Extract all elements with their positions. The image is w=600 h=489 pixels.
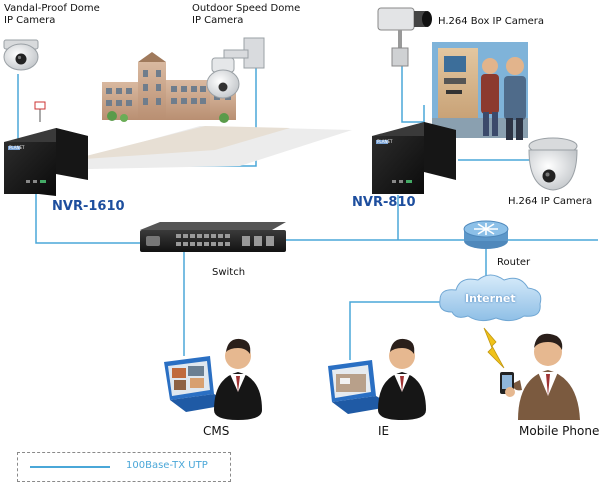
vandal-camera-label: Vandal-Proof Dome IP Camera — [4, 3, 100, 26]
router-icon — [463, 220, 509, 249]
speed-dome-label-line2: IP Camera — [192, 14, 244, 26]
nvr-810-label: NVR-810 — [352, 195, 416, 210]
vandal-camera-label-line2: IP Camera — [4, 14, 56, 26]
nvr-left-badge: PLANET — [9, 145, 25, 150]
router-label: Router — [497, 257, 531, 268]
legend-line-sample — [30, 466, 110, 468]
speed-dome-label: Outdoor Speed Dome IP Camera — [192, 3, 300, 26]
nvr-1610-icon — [4, 128, 88, 196]
box-camera-label: H.264 Box IP Camera — [438, 16, 544, 27]
cms-label: CMS — [203, 424, 230, 438]
ie-user-icon — [328, 338, 426, 420]
vandal-camera-label-line1: Vandal-Proof Dome — [4, 3, 100, 14]
h264-dome-camera-icon — [528, 137, 578, 191]
speed-dome-label-line1: Outdoor Speed Dome — [192, 3, 301, 14]
h264-ip-camera-label: H.264 IP Camera — [508, 196, 593, 207]
ie-label: IE — [378, 424, 390, 438]
legend: 100Base-TX UTP — [17, 452, 231, 482]
nvr-1610-label: NVR-1610 — [52, 199, 125, 214]
vandal-dome-camera-icon — [3, 39, 39, 71]
internet-cloud-icon — [439, 274, 542, 322]
legend-text: 100Base-TX UTP — [126, 460, 208, 471]
mobile-user-icon — [500, 333, 580, 420]
lightning-icon — [483, 327, 505, 369]
box-camera-icon — [377, 7, 432, 67]
internet-label: Internet — [465, 292, 516, 305]
nvr-right-badge: PLANET — [377, 139, 393, 144]
nvr-810-icon — [372, 122, 456, 194]
mobile-phone-label: Mobile Phone — [519, 424, 600, 438]
switch-label: Switch — [212, 267, 246, 278]
switch-icon — [140, 222, 286, 252]
atm-scene-icon — [432, 42, 528, 140]
cms-user-icon — [164, 338, 262, 420]
speed-dome-camera-icon — [206, 37, 265, 99]
